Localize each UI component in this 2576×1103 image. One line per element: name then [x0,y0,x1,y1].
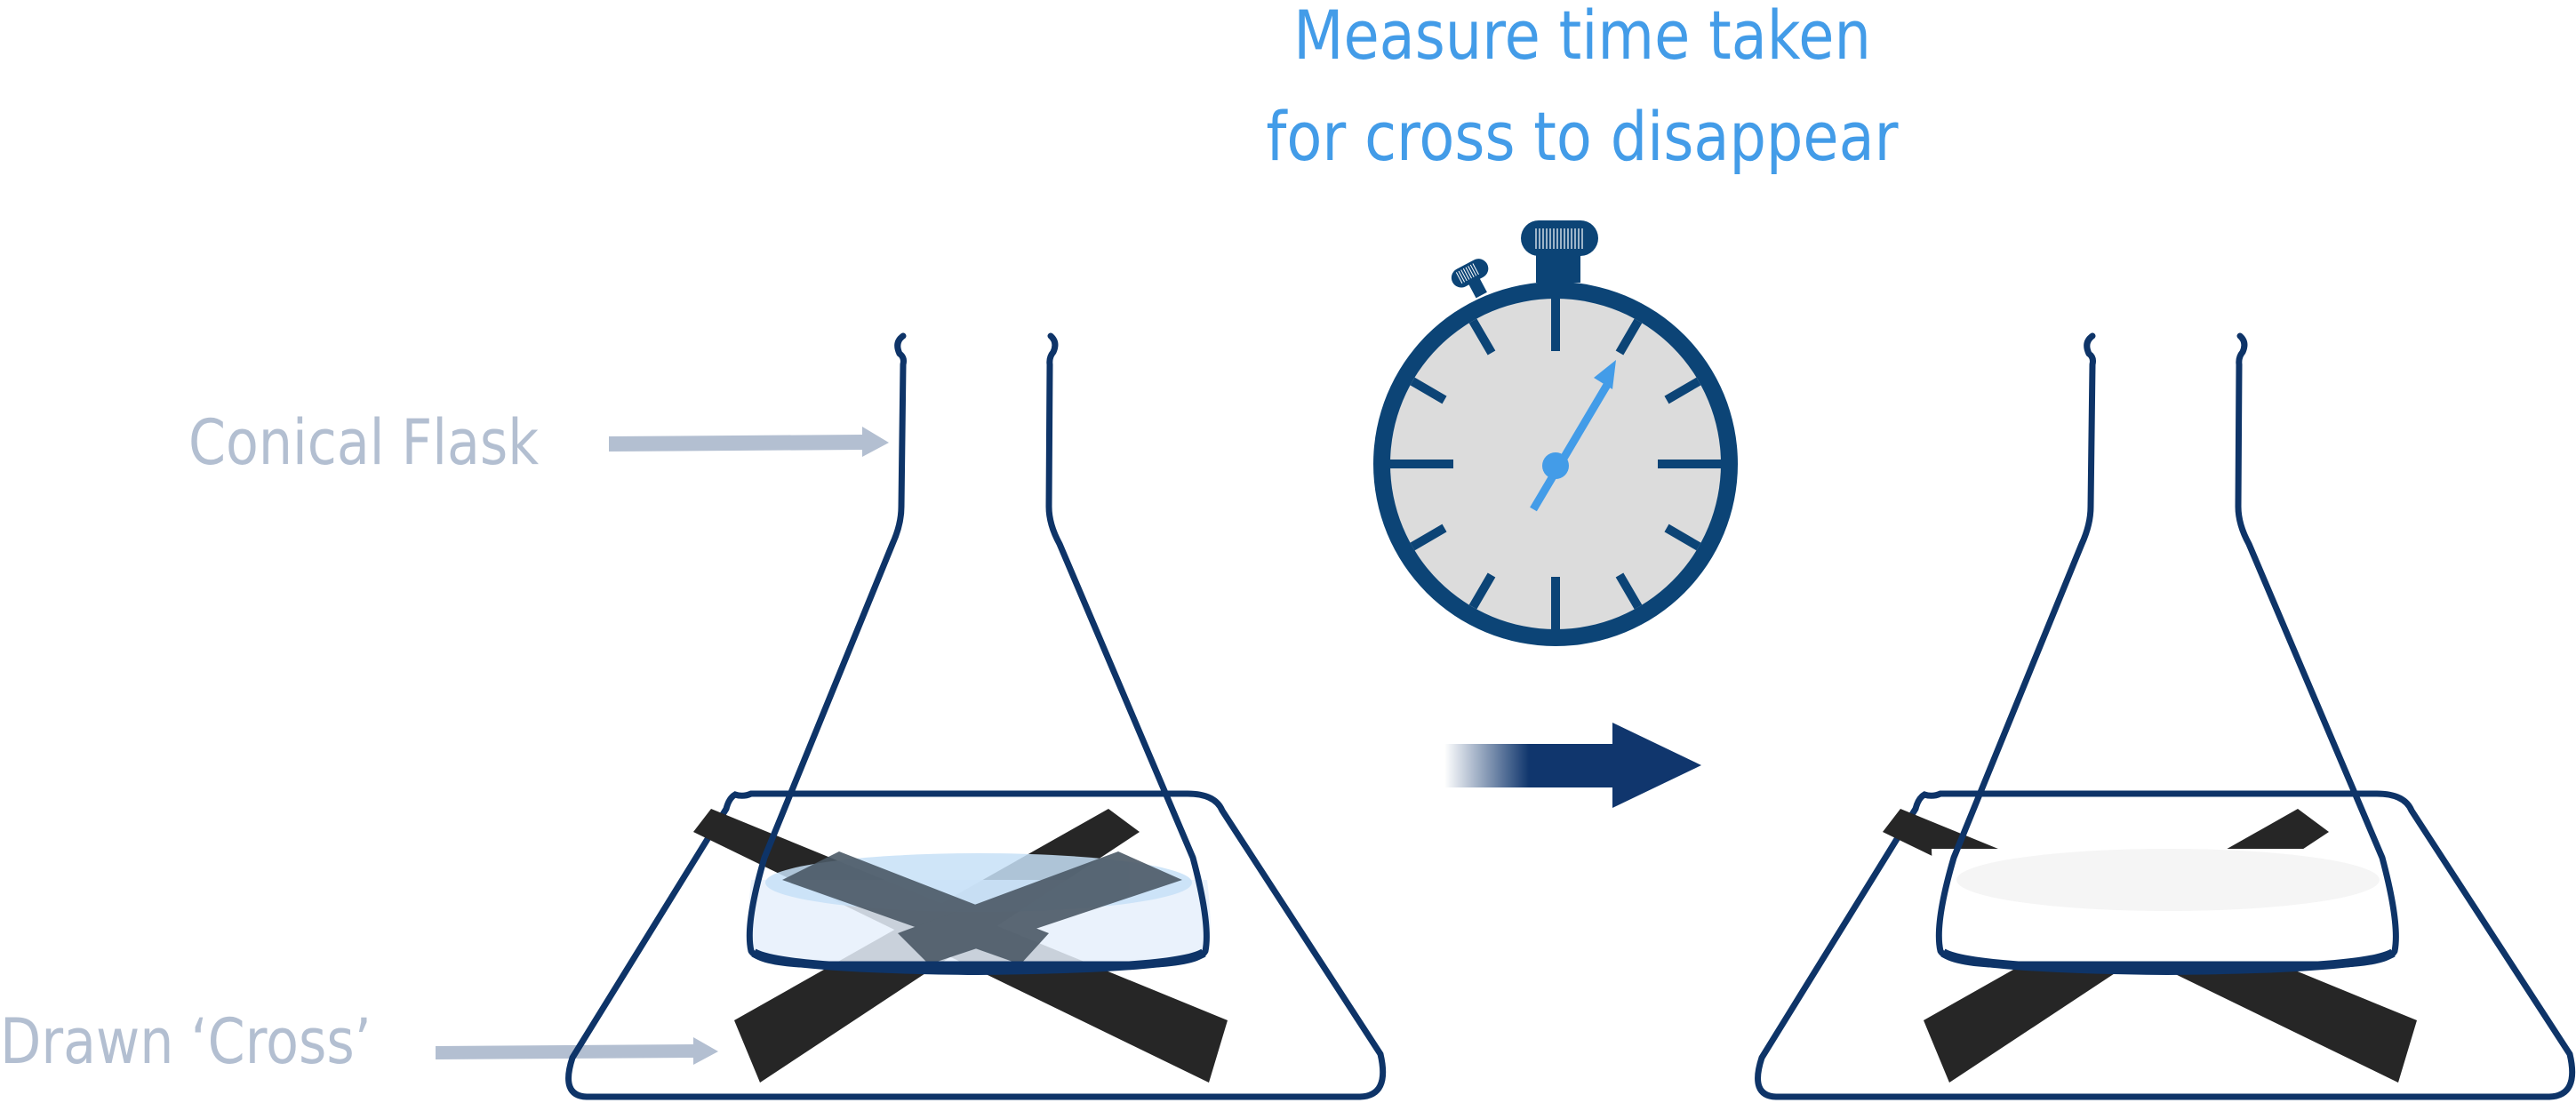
flask-before [565,332,1387,1100]
stopwatch-hand [1530,360,1616,512]
title-line-1: Measure time taken [1293,0,1871,75]
transition-arrow-icon [1444,723,1701,808]
conical-flask-label: Conical Flask [188,406,540,479]
solution-after [1932,849,2397,969]
title-line-2: for cross to disappear [1266,97,1899,176]
flask-outline-before [746,332,1210,968]
conical-flask-pointer-arrow [609,427,889,457]
paper-tile-before [565,790,1387,1100]
paper-tile-after [1755,790,2576,1100]
stopwatch-ticks [1390,299,1721,629]
cross-through-liquid-before [782,851,1182,964]
flask-after [1755,332,2576,1100]
flask-outline-after [1935,332,2399,968]
drawn-cross-label: Drawn ‘Cross’ [0,1005,372,1078]
stopwatch-icon [1373,220,1738,646]
